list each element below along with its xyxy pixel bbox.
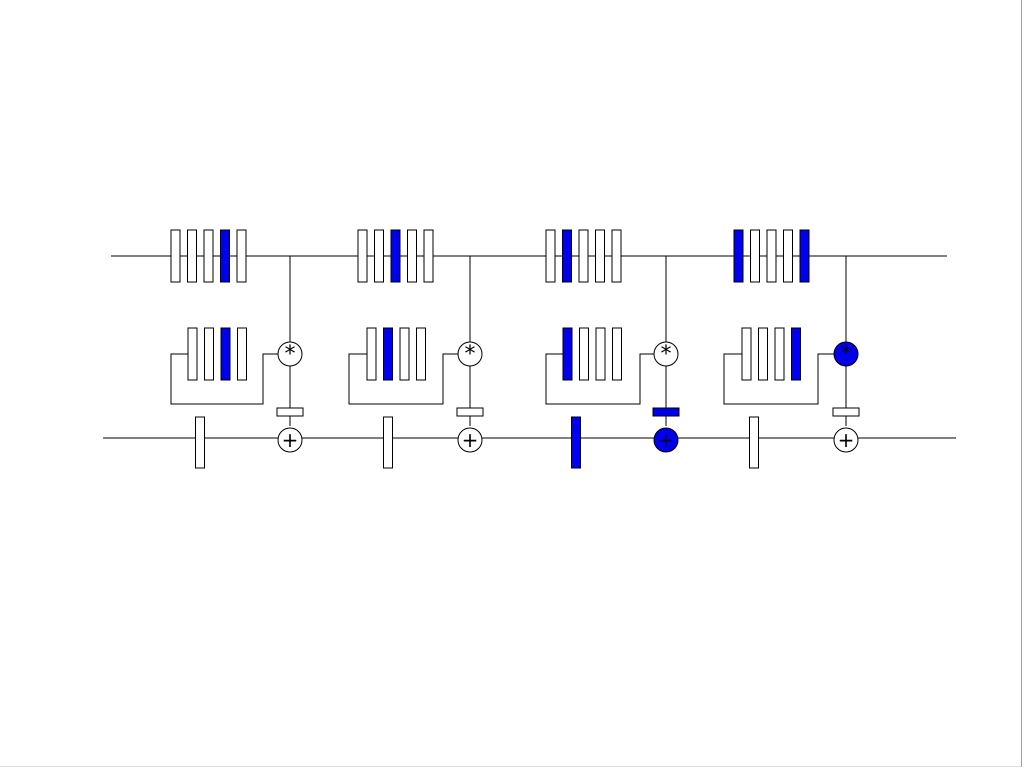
multiply-symbol: * xyxy=(285,342,296,367)
middle-register-slot xyxy=(562,327,573,381)
middle-register-slot xyxy=(595,327,606,381)
top-register-slot xyxy=(374,229,384,283)
add-node xyxy=(457,427,483,453)
add-symbol: + xyxy=(282,428,299,452)
top-register-slot xyxy=(783,229,793,283)
middle-register-slot xyxy=(366,327,377,381)
top-register-slot xyxy=(407,229,417,283)
middle-register-slot xyxy=(237,327,247,381)
top-register-slot xyxy=(357,229,368,283)
feedback-loop-line xyxy=(170,353,278,405)
middle-register-slot xyxy=(612,327,622,381)
add-node xyxy=(653,427,679,453)
stages-group: *+*+*+*+ xyxy=(170,229,860,469)
top-register-slot xyxy=(170,229,181,283)
multiply-symbol: * xyxy=(661,342,672,367)
top-register-slot xyxy=(390,229,401,283)
top-register-slot xyxy=(423,229,434,283)
middle-register-slot xyxy=(220,327,231,381)
middle-register-slot xyxy=(791,327,801,381)
middle-register-slot xyxy=(204,327,214,381)
stage-1: *+ xyxy=(170,229,304,469)
stage-3: *+ xyxy=(545,229,680,469)
bus-cell xyxy=(195,416,205,469)
feedback-loop-line xyxy=(723,353,834,405)
top-register-slot xyxy=(203,229,214,283)
top-register-slot xyxy=(750,229,760,283)
add-node xyxy=(833,427,859,453)
gate-block xyxy=(652,407,680,417)
add-node xyxy=(277,427,303,453)
top-register-slot xyxy=(578,229,589,283)
gate-block xyxy=(456,407,484,417)
add-symbol: + xyxy=(838,428,855,452)
top-register-slot xyxy=(545,229,556,283)
gate-block xyxy=(832,407,860,417)
middle-register-slot xyxy=(579,327,589,381)
top-register-slot xyxy=(220,229,230,283)
bus-cell xyxy=(383,416,393,469)
add-symbol: + xyxy=(462,428,479,452)
multiply-symbol: * xyxy=(841,342,852,367)
top-register-slot xyxy=(236,229,247,283)
add-symbol: + xyxy=(658,428,675,452)
gate-block xyxy=(276,407,304,417)
bus-cell xyxy=(571,416,581,469)
top-register-slot xyxy=(595,229,605,283)
top-register-slot xyxy=(562,229,572,283)
middle-register-slot xyxy=(774,327,785,381)
middle-register-slot xyxy=(383,327,393,381)
bus-cell xyxy=(749,416,759,469)
stage-2: *+ xyxy=(348,229,484,469)
stage-4: *+ xyxy=(723,229,860,469)
feedback-loop-line xyxy=(545,353,654,405)
multiply-symbol: * xyxy=(465,342,476,367)
top-register-slot xyxy=(799,229,810,283)
feedback-loop-line xyxy=(348,353,458,405)
top-register-slot xyxy=(187,229,197,283)
top-register-slot xyxy=(766,229,777,283)
top-register-slot xyxy=(611,229,622,283)
middle-register-slot xyxy=(399,327,410,381)
middle-register-slot xyxy=(758,327,768,381)
top-register-slot xyxy=(733,229,744,283)
middle-register-slot xyxy=(416,327,426,381)
middle-register-slot xyxy=(187,327,198,381)
middle-register-slot xyxy=(741,327,752,381)
